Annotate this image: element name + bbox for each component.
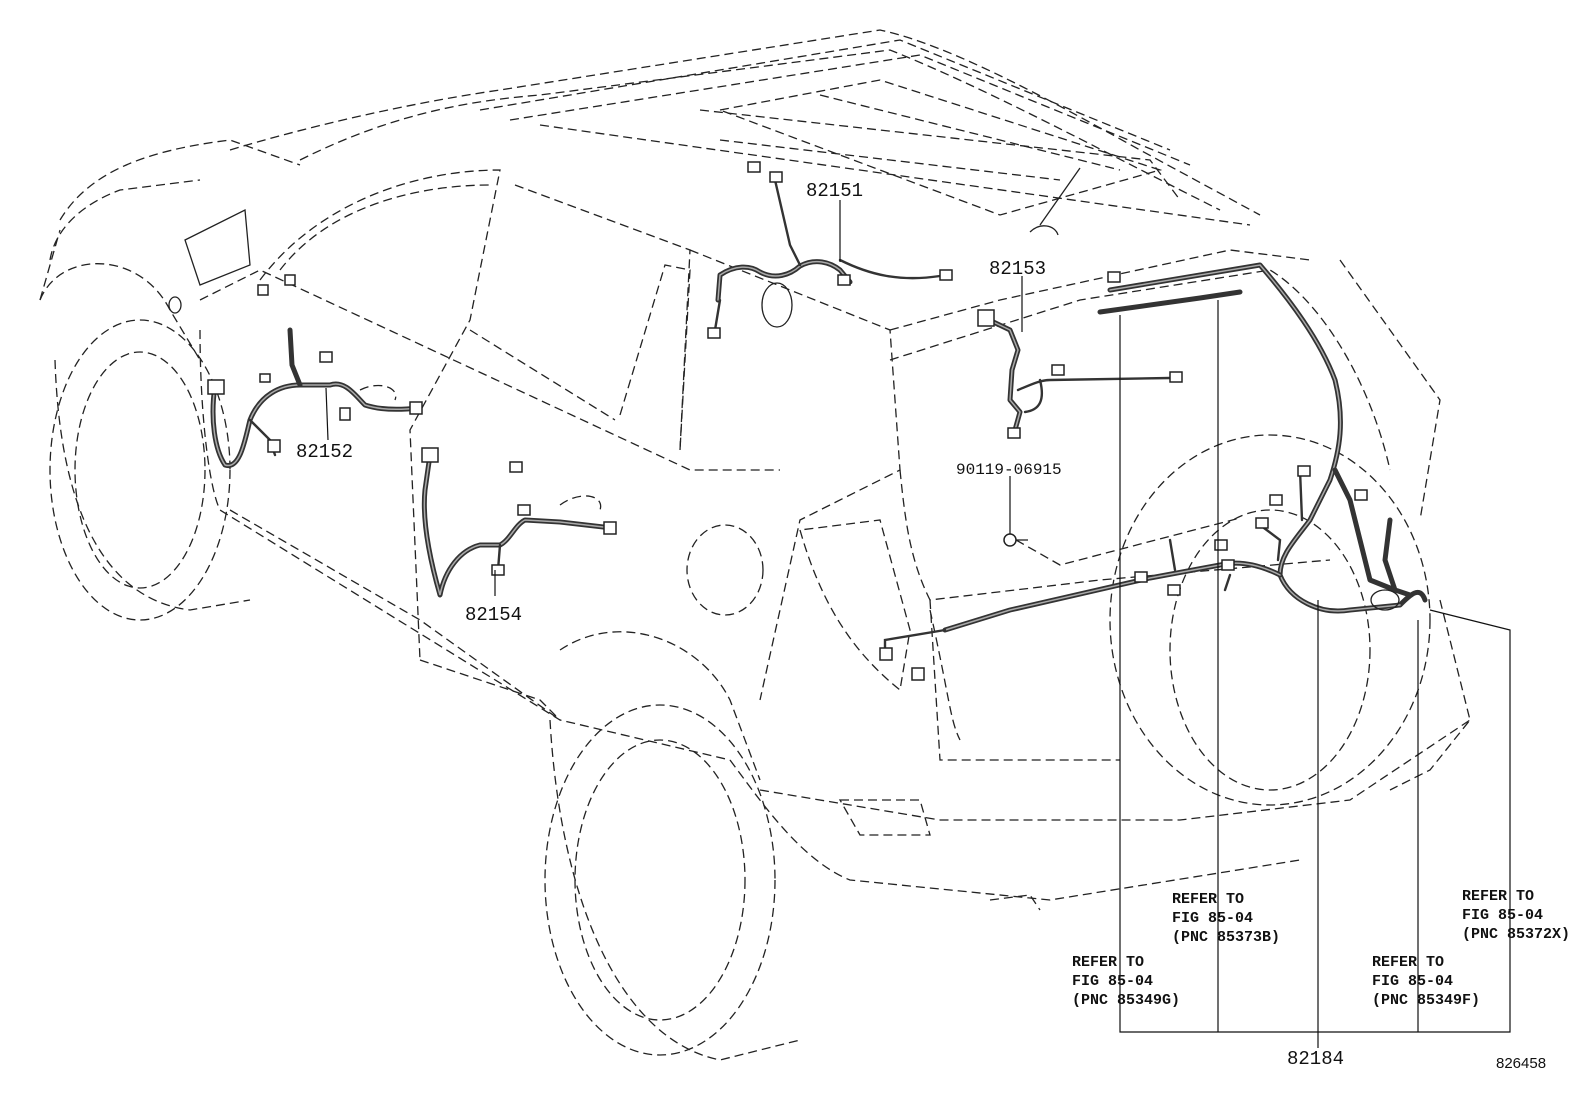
refer-note-85373b: REFER TO FIG 85-04 (PNC 85373B) [1172, 891, 1280, 946]
connector [707, 327, 721, 339]
connector [1297, 465, 1311, 477]
svg-text:(PNC 85349F): (PNC 85349F) [1372, 992, 1480, 1009]
connector [339, 407, 351, 421]
connector [977, 309, 995, 327]
svg-text:FIG 85-04: FIG 85-04 [1172, 910, 1253, 927]
refer-note-85349f: REFER TO FIG 85-04 (PNC 85349F) [1372, 954, 1480, 1009]
connector [207, 379, 225, 395]
connector [319, 351, 333, 363]
harness-82153 [977, 309, 1183, 439]
connector [603, 521, 617, 535]
connector [509, 461, 523, 473]
connector [284, 274, 296, 286]
vehicle-outline [39, 29, 1471, 1061]
connector [1169, 371, 1183, 383]
connector [491, 564, 505, 576]
connector [1221, 559, 1235, 571]
connector [911, 667, 925, 681]
connector [1354, 489, 1368, 501]
label-82153: 82153 [989, 258, 1046, 280]
svg-text:FIG 85-04: FIG 85-04 [1462, 907, 1543, 924]
svg-text:FIG 85-04: FIG 85-04 [1072, 973, 1153, 990]
refer-note-85372x: REFER TO FIG 85-04 (PNC 85372X) [1462, 888, 1570, 943]
connector [1214, 539, 1228, 551]
connector [267, 439, 281, 453]
label-82151: 82151 [806, 180, 863, 202]
svg-text:REFER TO: REFER TO [1172, 891, 1244, 908]
connector [1167, 584, 1181, 596]
label-82184: 82184 [1287, 1048, 1344, 1070]
connector [1255, 517, 1269, 529]
harness-82152 [207, 274, 423, 468]
figure-id: 826458 [1496, 1055, 1546, 1072]
svg-text:FIG 85-04: FIG 85-04 [1372, 973, 1453, 990]
harness-82154 [421, 447, 617, 598]
svg-text:REFER TO: REFER TO [1072, 954, 1144, 971]
connector [769, 171, 783, 183]
svg-text:REFER TO: REFER TO [1372, 954, 1444, 971]
label-82154: 82154 [465, 604, 522, 626]
leader-lines [325, 200, 1511, 1048]
connector [421, 447, 439, 463]
label-bolt: 90119-06915 [956, 461, 1062, 479]
harness-82151 [707, 161, 953, 339]
part-labels: 82151 82152 82153 82154 82184 90119-0691… [296, 180, 1344, 1070]
connector [1134, 571, 1148, 583]
connector [879, 647, 893, 661]
connector [1051, 364, 1065, 376]
connector [409, 401, 423, 415]
svg-text:(PNC 85373B): (PNC 85373B) [1172, 929, 1280, 946]
connector [837, 274, 851, 286]
connector [517, 504, 531, 516]
connector [1107, 271, 1121, 283]
bolt-90119-06915 [1003, 517, 1241, 566]
label-82152: 82152 [296, 441, 353, 463]
harness-82184 [879, 262, 1428, 681]
connector [939, 269, 953, 281]
connector [1269, 494, 1283, 506]
svg-text:(PNC 85372X): (PNC 85372X) [1462, 926, 1570, 943]
refer-note-85349g: REFER TO FIG 85-04 (PNC 85349G) [1072, 954, 1180, 1009]
connector [259, 373, 271, 383]
svg-text:(PNC 85349G): (PNC 85349G) [1072, 992, 1180, 1009]
connector [257, 284, 269, 296]
connector [1007, 427, 1021, 439]
connector [747, 161, 761, 173]
svg-text:REFER TO: REFER TO [1462, 888, 1534, 905]
